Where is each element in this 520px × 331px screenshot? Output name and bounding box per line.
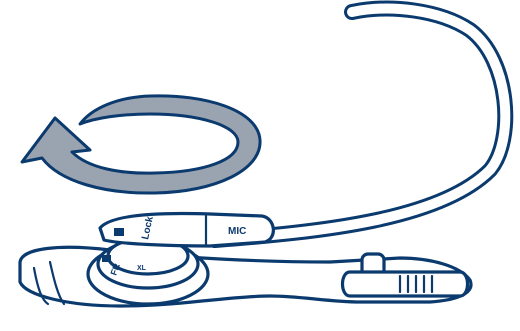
rotating-earpiece-hub [88, 238, 208, 304]
rotation-arrow-body [22, 96, 260, 193]
xl-label: XL [137, 265, 147, 272]
microphone-boom-base [100, 214, 273, 246]
counterclockwise-rotation-arrow-icon [22, 96, 260, 193]
mic-label: MIC [228, 226, 246, 237]
microphone-boom-cable [215, 9, 505, 240]
